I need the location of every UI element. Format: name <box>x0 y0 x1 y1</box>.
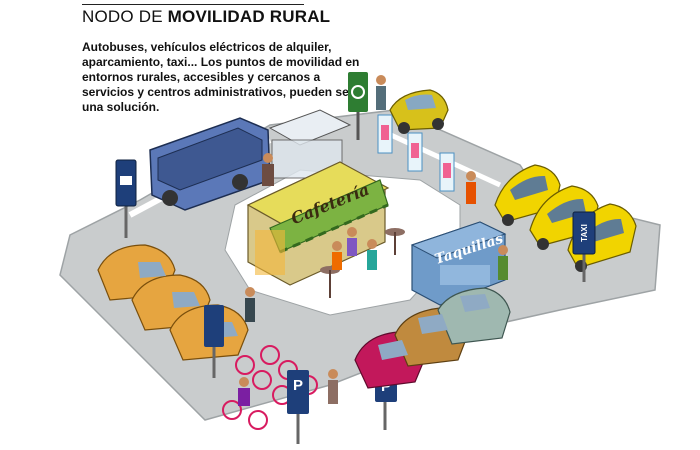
title-bold: MOVILIDAD RURAL <box>167 7 331 26</box>
taxi-sign <box>572 211 596 282</box>
cafe-tables <box>320 228 405 298</box>
cyclist <box>222 377 268 430</box>
cafeteria-building <box>246 161 390 286</box>
bus <box>149 117 271 211</box>
electric-rental-car <box>389 89 449 134</box>
description-text: Autobuses, vehículos eléctricos de alqui… <box>82 40 360 114</box>
page-title: NODO DE MOVILIDAD RURAL <box>82 7 330 27</box>
title-prefix: NODO DE <box>82 7 168 26</box>
parking-sign-label: P <box>293 377 303 394</box>
ticket-office-building <box>410 221 507 306</box>
pedestrians <box>245 75 508 404</box>
charging-posts <box>377 114 455 192</box>
car-sharing-sign <box>204 305 224 378</box>
charging-station-sign <box>348 72 368 140</box>
header-rule <box>82 4 304 5</box>
header: NODO DE MOVILIDAD RURAL <box>82 4 330 27</box>
taxi-sign-label: TAXI <box>580 224 589 242</box>
bus-stop-sign <box>115 159 137 238</box>
people-at-cafe <box>332 227 377 270</box>
parked-cars-right <box>354 287 511 389</box>
parking-sign-bikes <box>287 370 309 444</box>
parking-sign-label-2: P <box>381 378 391 395</box>
